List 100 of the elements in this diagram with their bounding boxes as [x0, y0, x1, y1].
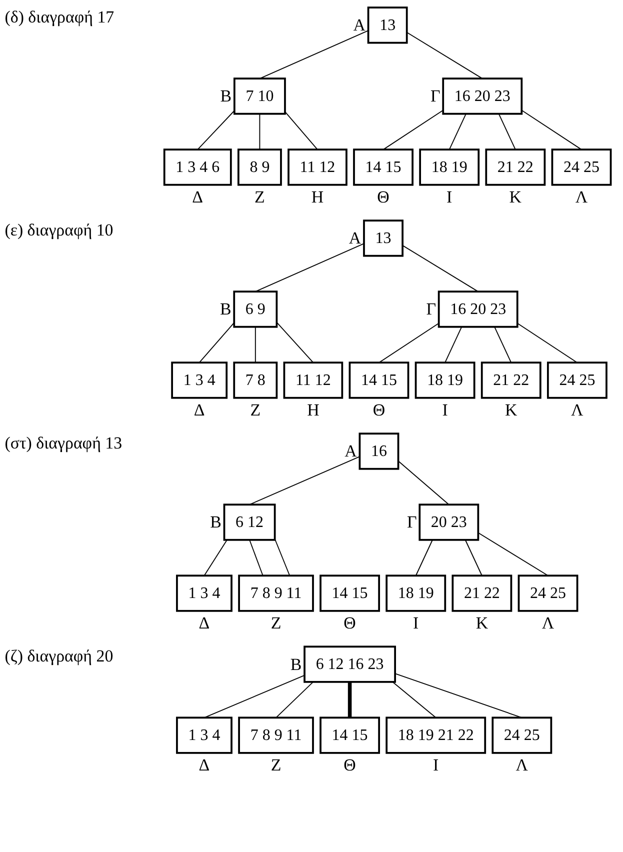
tree-edge [249, 539, 264, 576]
node-letter: Κ [476, 614, 488, 633]
key-node: 1 3 4 6 [163, 148, 232, 186]
key-node: 16 [358, 432, 400, 470]
tree-edge [402, 244, 479, 292]
node-letter: Κ [505, 400, 518, 420]
key-node: 18 19 21 22 [386, 716, 486, 754]
node-letter: Ι [442, 400, 448, 420]
panel-title: (δ) διαγραφή 17 [4, 7, 114, 26]
tree-edge [204, 674, 305, 718]
tree-edge [204, 539, 228, 576]
tree-edge [254, 326, 256, 364]
panel-title: (ζ) διαγραφή 20 [4, 646, 114, 666]
tree-edge [259, 113, 260, 150]
tree-edge [378, 322, 440, 364]
key-node: 7 8 9 11 [238, 716, 314, 754]
key-node: 7 10 [233, 78, 286, 115]
key-node: 16 20 23 [442, 78, 523, 115]
node-letter: Ι [413, 614, 419, 633]
node-letter: Ζ [270, 756, 282, 775]
tree-edge [464, 539, 482, 576]
tree-edge [494, 326, 512, 364]
node-letter: Θ [344, 756, 356, 775]
tree-edge [398, 460, 450, 506]
node-letter: Δ [192, 188, 204, 207]
node-letter: Α [353, 16, 366, 35]
node-letter: Η [311, 188, 324, 207]
key-node: 8 9 [237, 148, 282, 186]
key-node: 14 15 [320, 716, 380, 754]
node-letter: Α [344, 442, 357, 461]
key-node: 1 3 4 [171, 362, 228, 399]
key-node: 13 [363, 220, 404, 257]
node-letter: Ζ [254, 188, 265, 207]
node-letter: Κ [509, 188, 522, 207]
tree-edge [478, 532, 548, 576]
key-node: 21 22 [485, 148, 546, 186]
tree-edge [274, 538, 290, 576]
key-node: 6 12 16 23 [304, 646, 396, 683]
node-letter: Γ [426, 300, 436, 319]
node-letter: Λ [542, 614, 554, 633]
key-node: 18 19 [414, 362, 476, 399]
key-node: 18 19 [386, 574, 446, 612]
panel-title: (στ) διαγραφή 13 [4, 434, 122, 452]
panel-title: (ε) διαγραφή 10 [4, 220, 114, 240]
key-node: 6 9 [233, 290, 278, 328]
node-letter: Λ [516, 756, 528, 775]
tree-edge [198, 322, 235, 364]
node-letter: Β [220, 86, 232, 106]
node-letter: Δ [198, 614, 210, 633]
key-node: 7 8 [233, 362, 278, 399]
node-letter: Β [220, 300, 232, 319]
tree-edge [415, 539, 433, 576]
node-letter: Θ [377, 188, 390, 207]
key-node: 13 [367, 6, 408, 44]
node-letter: Γ [430, 86, 440, 106]
node-letter: Λ [575, 188, 588, 207]
node-letter: Θ [344, 614, 356, 633]
node-letter: Ζ [250, 400, 261, 420]
tree-edge [448, 113, 466, 150]
node-letter: Α [348, 228, 362, 248]
key-node: 11 12 [283, 362, 344, 399]
key-node: 24 25 [492, 716, 552, 754]
tree-edge [276, 322, 314, 364]
key-node: 1 3 4 [176, 574, 232, 612]
tree-edge [516, 322, 578, 364]
node-letter: Θ [372, 400, 386, 420]
node-letter: Λ [571, 400, 584, 420]
tree-edge [259, 30, 369, 79]
node-letter: Β [210, 512, 222, 532]
key-node: 6 12 [223, 504, 276, 541]
node-letter: Ι [433, 756, 439, 775]
tree-edge [382, 110, 444, 150]
tree-edge [348, 682, 352, 718]
tree-edge [394, 673, 522, 718]
key-node: 18 19 [419, 148, 480, 186]
key-node: 24 25 [546, 362, 608, 399]
tree-edge [521, 110, 582, 150]
node-letter: Η [307, 400, 320, 420]
node-letter: Γ [407, 512, 417, 532]
tree-edge [392, 681, 436, 718]
key-node: 14 15 [348, 362, 410, 399]
tree-edge [276, 681, 314, 718]
key-node: 11 12 [288, 148, 348, 186]
node-letter: Ι [446, 188, 452, 207]
node-letter: Δ [194, 400, 205, 420]
key-node: 21 22 [452, 574, 512, 612]
key-node: 14 15 [353, 148, 414, 186]
key-node: 21 22 [480, 362, 542, 399]
key-node: 24 25 [518, 574, 578, 612]
key-node: 1 3 4 [176, 716, 232, 754]
tree-edge [249, 456, 360, 506]
key-node: 20 23 [418, 504, 480, 541]
tree-edge [444, 326, 462, 364]
tree-edge [498, 113, 516, 150]
key-node: 24 25 [551, 148, 612, 186]
key-node: 14 15 [320, 574, 380, 612]
tree-edge [406, 32, 483, 79]
key-node: 16 20 23 [438, 290, 518, 328]
key-node: 7 8 9 11 [238, 574, 314, 612]
tree-edge [284, 111, 318, 150]
